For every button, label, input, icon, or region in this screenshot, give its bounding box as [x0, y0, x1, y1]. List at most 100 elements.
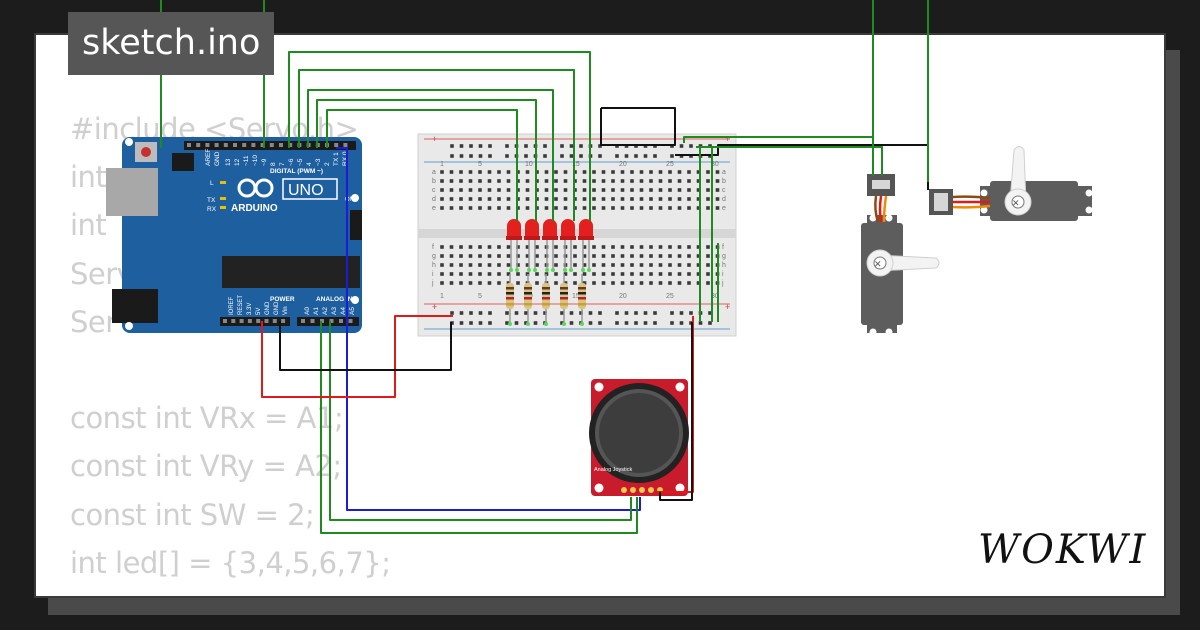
breadboard-hole[interactable] [668, 281, 672, 285]
breadboard-hole[interactable] [677, 188, 682, 192]
breadboard-hole[interactable] [440, 254, 444, 258]
joystick-knob[interactable] [599, 393, 679, 473]
breadboard-hole[interactable] [459, 272, 463, 276]
breadboard-hole[interactable] [449, 263, 454, 267]
led-array[interactable] [506, 219, 594, 272]
breadboard-hole[interactable] [506, 170, 511, 174]
breadboard-hole[interactable] [592, 272, 596, 276]
breadboard-hole[interactable] [649, 245, 653, 249]
breadboard-hole[interactable] [620, 245, 625, 249]
joystick-pin[interactable] [621, 487, 627, 493]
breadboard-hole[interactable] [668, 197, 672, 201]
breadboard-hole[interactable] [535, 281, 539, 285]
breadboard-hole[interactable] [592, 170, 596, 174]
breadboard-hole[interactable] [696, 254, 701, 258]
breadboard-hole[interactable] [696, 281, 701, 285]
breadboard-hole[interactable] [620, 188, 625, 192]
breadboard-hole[interactable] [440, 272, 444, 276]
breadboard-hole[interactable] [459, 206, 463, 210]
rail-hole[interactable] [670, 154, 674, 158]
breadboard-hole[interactable] [658, 245, 663, 249]
breadboard-hole[interactable] [582, 245, 587, 249]
breadboard-hole[interactable] [582, 179, 587, 183]
rail-hole[interactable] [588, 311, 593, 315]
breadboard-hole[interactable] [563, 197, 568, 201]
rail-hole[interactable] [598, 154, 602, 158]
breadboard-hole[interactable] [668, 179, 672, 183]
breadboard-hole[interactable] [706, 281, 710, 285]
servo-motor-2[interactable]: ✕ [929, 146, 1093, 222]
breadboard-hole[interactable] [497, 206, 501, 210]
breadboard-hole[interactable] [497, 263, 501, 267]
breadboard-hole[interactable] [563, 206, 568, 210]
breadboard[interactable]: 115510101515202025253030aabbccddeeffgghh… [417, 133, 737, 337]
breadboard-hole[interactable] [554, 179, 558, 183]
rail-hole[interactable] [569, 321, 574, 325]
resistor[interactable] [578, 274, 586, 326]
breadboard-hole[interactable] [497, 245, 501, 249]
rail-hole[interactable] [653, 154, 657, 158]
breadboard-hole[interactable] [525, 188, 530, 192]
rail-hole[interactable] [488, 154, 492, 158]
breadboard-hole[interactable] [611, 245, 615, 249]
breadboard-hole[interactable] [696, 263, 701, 267]
rail-hole[interactable] [514, 321, 519, 325]
breadboard-hole[interactable] [630, 197, 634, 201]
breadboard-hole[interactable] [544, 206, 549, 210]
breadboard-hole[interactable] [639, 254, 644, 258]
breadboard-hole[interactable] [497, 170, 501, 174]
breadboard-hole[interactable] [440, 281, 444, 285]
breadboard-hole[interactable] [478, 188, 482, 192]
breadboard-hole[interactable] [563, 272, 568, 276]
breadboard-hole[interactable] [677, 179, 682, 183]
breadboard-hole[interactable] [440, 188, 444, 192]
rail-hole[interactable] [505, 321, 509, 325]
breadboard-hole[interactable] [592, 197, 596, 201]
rail-hole[interactable] [670, 311, 674, 315]
breadboard-hole[interactable] [649, 254, 653, 258]
sketch-filename[interactable]: sketch.ino [68, 12, 275, 75]
rail-hole[interactable] [588, 321, 593, 325]
resistor[interactable] [506, 274, 514, 326]
header-pin[interactable] [214, 143, 219, 147]
breadboard-hole[interactable] [668, 254, 672, 258]
rail-hole[interactable] [579, 154, 583, 158]
breadboard-hole[interactable] [601, 272, 606, 276]
servo-motor-1[interactable]: ✕ [861, 174, 940, 336]
breadboard-hole[interactable] [677, 263, 682, 267]
breadboard-hole[interactable] [535, 263, 539, 267]
resistor-array[interactable] [506, 274, 586, 326]
breadboard-hole[interactable] [620, 206, 625, 210]
breadboard-hole[interactable] [592, 188, 596, 192]
breadboard-hole[interactable] [620, 170, 625, 174]
breadboard-hole[interactable] [497, 179, 501, 183]
breadboard-hole[interactable] [620, 179, 625, 183]
breadboard-hole[interactable] [478, 206, 482, 210]
breadboard-hole[interactable] [468, 245, 473, 249]
breadboard-hole[interactable] [506, 206, 511, 210]
breadboard-hole[interactable] [497, 281, 501, 285]
header-pin[interactable] [196, 143, 201, 147]
breadboard-hole[interactable] [497, 254, 501, 258]
breadboard-hole[interactable] [582, 254, 587, 258]
breadboard-hole[interactable] [687, 272, 691, 276]
breadboard-hole[interactable] [487, 197, 492, 201]
breadboard-hole[interactable] [554, 197, 558, 201]
breadboard-hole[interactable] [620, 254, 625, 258]
breadboard-hole[interactable] [478, 263, 482, 267]
breadboard-hole[interactable] [468, 254, 473, 258]
breadboard-hole[interactable] [649, 281, 653, 285]
rail-hole[interactable] [524, 154, 528, 158]
rail-hole[interactable] [643, 311, 648, 315]
breadboard-hole[interactable] [620, 272, 625, 276]
breadboard-hole[interactable] [497, 197, 501, 201]
rail-hole[interactable] [615, 154, 619, 158]
breadboard-hole[interactable] [639, 170, 644, 174]
rail-hole[interactable] [598, 321, 602, 325]
breadboard-hole[interactable] [677, 281, 682, 285]
breadboard-hole[interactable] [449, 254, 454, 258]
rail-hole[interactable] [615, 311, 619, 315]
breadboard-hole[interactable] [544, 188, 549, 192]
rail-hole[interactable] [469, 321, 473, 325]
breadboard-hole[interactable] [440, 197, 444, 201]
